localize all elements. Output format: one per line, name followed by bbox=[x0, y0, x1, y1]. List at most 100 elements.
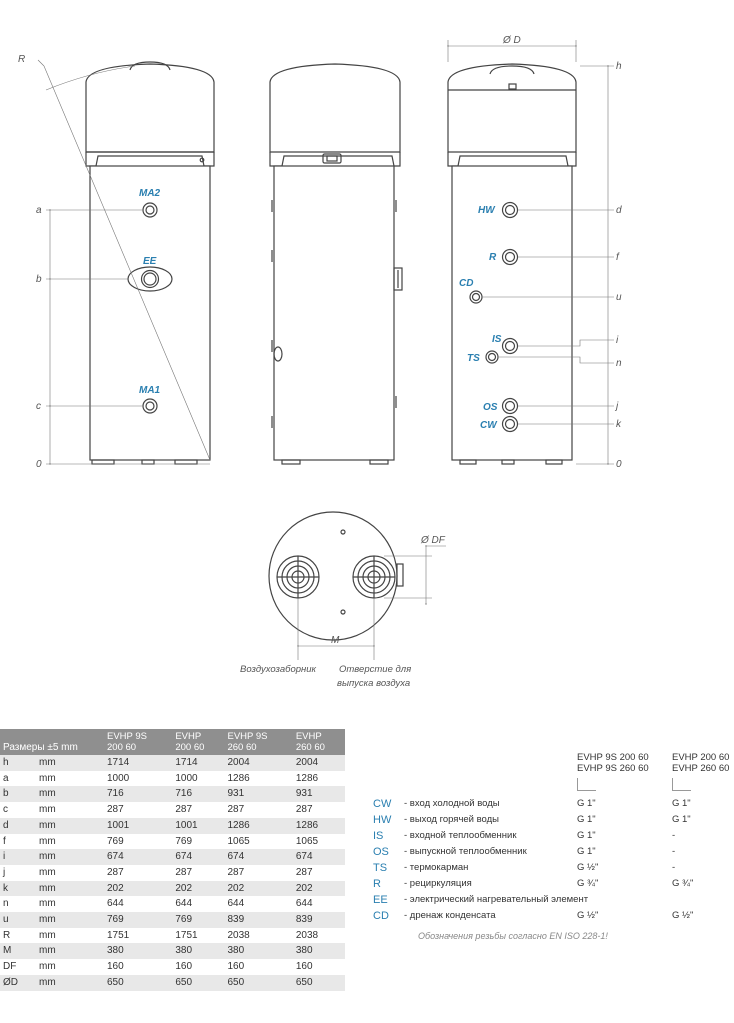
table-cell: mm bbox=[36, 817, 104, 834]
dim-label-df: Ø DF bbox=[420, 535, 446, 546]
port-label-hw: HW bbox=[478, 205, 496, 216]
table-cell: 674 bbox=[224, 849, 293, 865]
air-outlet-caption-line2: выпуска воздуха bbox=[337, 678, 410, 689]
technical-drawing: R a b c 0 MA2 EE MA1 bbox=[18, 35, 622, 689]
port-label-ts: TS bbox=[467, 353, 480, 364]
table-cell: 160 bbox=[224, 959, 293, 975]
port-label-is: IS bbox=[492, 334, 502, 345]
port-label-ma1: MA1 bbox=[139, 385, 161, 396]
table-cell: 202 bbox=[172, 880, 225, 897]
table-cell: 287 bbox=[224, 802, 293, 818]
table-header-cell: Размеры ±5 mm bbox=[0, 729, 104, 755]
table-cell: 650 bbox=[104, 974, 173, 991]
table-cell: mm bbox=[36, 833, 104, 850]
table-cell: 1286 bbox=[224, 817, 293, 834]
connection-value-col2: G 1" bbox=[672, 814, 691, 825]
connection-code: R bbox=[373, 878, 381, 890]
dim-label-i: i bbox=[616, 335, 619, 346]
table-cell: 1065 bbox=[224, 833, 293, 850]
table-cell: M bbox=[0, 943, 36, 960]
table-cell: 769 bbox=[172, 833, 225, 850]
connection-value-col1: G 1" bbox=[577, 798, 596, 809]
dim-label-c: c bbox=[36, 401, 41, 412]
connection-description: - вход холодной воды bbox=[404, 798, 500, 809]
table-cell: j bbox=[0, 864, 36, 881]
table-cell: d bbox=[0, 817, 36, 834]
table-cell: 2038 bbox=[292, 927, 345, 944]
dim-label-k: k bbox=[616, 419, 622, 430]
table-cell: 287 bbox=[292, 802, 345, 818]
air-intake-icon bbox=[276, 555, 320, 599]
table-cell: 380 bbox=[292, 943, 345, 960]
connection-value-col1: G 1" bbox=[577, 814, 596, 825]
back-view bbox=[447, 63, 577, 465]
connection-row: EE- электрический нагревательный элемент bbox=[372, 892, 732, 908]
table-cell: R bbox=[0, 927, 36, 944]
table-cell: 931 bbox=[292, 786, 345, 803]
connection-code: EE bbox=[373, 894, 388, 906]
connection-description: - выпускной теплообменник bbox=[404, 846, 527, 857]
back-dimensions bbox=[447, 40, 614, 465]
dim-label-f: f bbox=[616, 252, 620, 263]
dim-label-m: M bbox=[331, 635, 340, 646]
table-cell: 287 bbox=[292, 864, 345, 881]
thread-note: Обозначения резьбы согласно EN ISO 228-1… bbox=[418, 931, 608, 941]
connection-code: HW bbox=[373, 814, 392, 826]
table-cell: mm bbox=[36, 864, 104, 881]
table-cell: 644 bbox=[172, 896, 225, 913]
side-view bbox=[269, 63, 403, 465]
table-cell: 1001 bbox=[104, 817, 173, 834]
table-cell: 1714 bbox=[104, 755, 173, 771]
table-cell: 1286 bbox=[224, 770, 293, 787]
table-cell: k bbox=[0, 880, 36, 897]
table-cell: 287 bbox=[224, 864, 293, 881]
table-cell: 380 bbox=[224, 943, 293, 960]
table-cell: 650 bbox=[292, 974, 345, 991]
port-label-cd: CD bbox=[459, 278, 473, 289]
table-cell: 160 bbox=[104, 959, 173, 975]
air-intake-caption: Воздухозаборник bbox=[240, 664, 317, 675]
connection-value-col2: G 1" bbox=[672, 798, 691, 809]
table-cell: 769 bbox=[172, 912, 225, 928]
connection-value-col2: G ¾" bbox=[672, 878, 694, 889]
table-cell: 380 bbox=[104, 943, 173, 960]
table-cell: f bbox=[0, 833, 36, 850]
table-cell: 839 bbox=[292, 912, 345, 928]
dim-label-u: u bbox=[616, 292, 622, 303]
table-cell: 1000 bbox=[172, 770, 225, 787]
table-cell: mm bbox=[36, 974, 104, 991]
connection-value-col2: - bbox=[672, 830, 676, 841]
dim-label-b: b bbox=[36, 274, 42, 285]
table-cell: mm bbox=[36, 786, 104, 803]
air-outlet-icon bbox=[352, 555, 396, 599]
connection-description: - входной теплообменник bbox=[404, 830, 517, 841]
table-cell: mm bbox=[36, 927, 104, 944]
connection-value-col1: G 1" bbox=[577, 846, 596, 857]
connection-value-col2: - bbox=[672, 862, 676, 873]
table-cell: 287 bbox=[104, 802, 173, 818]
table-cell: 202 bbox=[292, 880, 345, 897]
table-cell: 287 bbox=[172, 864, 225, 881]
